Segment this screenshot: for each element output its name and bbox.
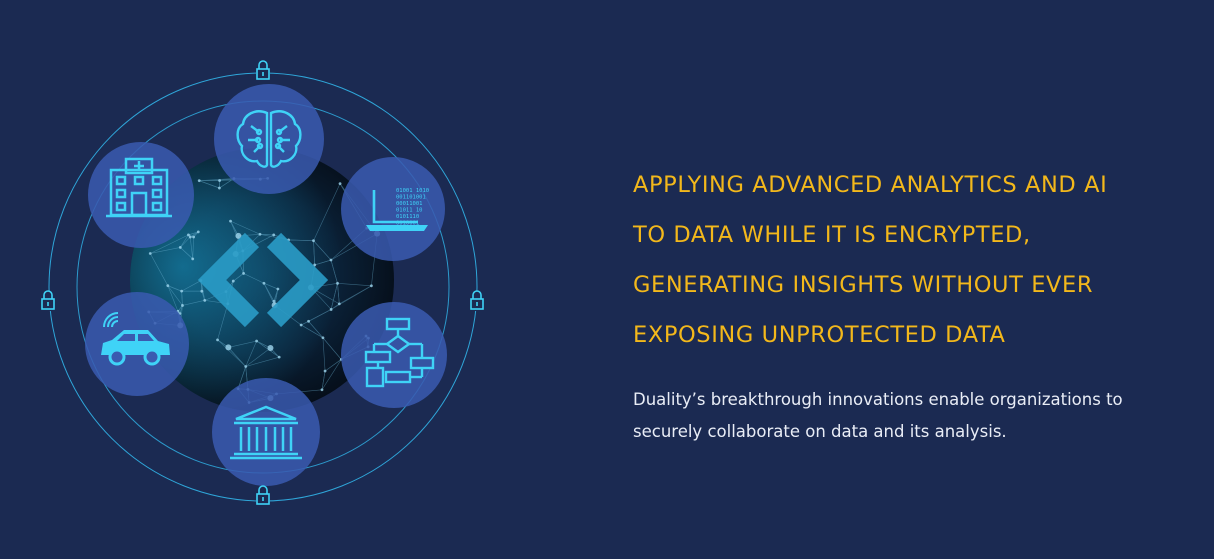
lock-icon [41, 60, 484, 506]
description-line: Duality’s breakthrough innovations enabl… [633, 390, 1123, 409]
description-line: securely collaborate on data and its ana… [633, 422, 1007, 441]
headline-line: GENERATING INSIGHTS WITHOUT EVER [633, 272, 1094, 298]
network-sphere [130, 148, 394, 412]
hospital-node [88, 142, 194, 248]
hero-text: APPLYING ADVANCED ANALYTICS AND AI TO DA… [633, 160, 1193, 465]
lock-icon [470, 290, 484, 311]
lock-icon [256, 60, 270, 81]
hospital-icon [106, 157, 172, 218]
duality-logo [197, 232, 329, 328]
flowchart-node [341, 302, 447, 408]
brain-icon [236, 110, 302, 168]
headline: APPLYING ADVANCED ANALYTICS AND AI TO DA… [633, 160, 1193, 360]
headline-line: EXPOSING UNPROTECTED DATA [633, 322, 1006, 348]
brain-node [214, 84, 324, 194]
lock-icon [256, 485, 270, 506]
lock-icon [41, 290, 55, 311]
binary-text: 0010001 [396, 221, 419, 227]
binary-text: 01001 1010 [396, 188, 429, 194]
headline-line: TO DATA WHILE IT IS ENCRYPTED, [633, 222, 1031, 248]
description: Duality’s breakthrough innovations enabl… [633, 384, 1193, 448]
binary-text: 00011001 [396, 201, 423, 207]
binary-text: 001101001 [396, 195, 426, 201]
binary-text: 01011 10 [396, 208, 423, 214]
car-connected-icon [101, 312, 170, 366]
binary-text: 0101110 [396, 214, 419, 220]
flowchart-icon [364, 317, 435, 388]
bank-node [212, 378, 320, 486]
bank-icon [230, 405, 302, 460]
car-node [85, 292, 189, 396]
headline-line: APPLYING ADVANCED ANALYTICS AND AI [633, 172, 1108, 198]
